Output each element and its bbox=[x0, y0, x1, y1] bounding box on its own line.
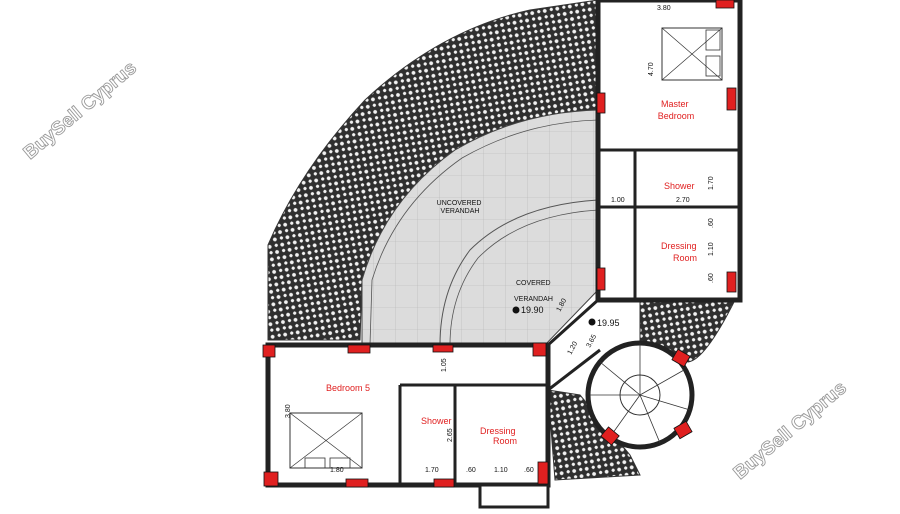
level-19-90: 19.90 bbox=[521, 305, 544, 315]
dim-1-70-right: 1.70 bbox=[708, 176, 715, 190]
bed5-pillow-2 bbox=[329, 457, 351, 469]
dim-1-70-bottom: 1.70 bbox=[425, 467, 439, 474]
stair-tread-5 bbox=[609, 394, 641, 438]
dim-1-10-right: 1.10 bbox=[708, 242, 715, 256]
dim-1-80-bed: 1.80 bbox=[330, 467, 344, 474]
level-19-95: 19.95 bbox=[597, 318, 620, 328]
bed5-pillow-1 bbox=[304, 457, 326, 469]
dim-1-00: 1.00 bbox=[611, 197, 625, 204]
bed5-x2 bbox=[289, 412, 363, 469]
stair-tread-2 bbox=[639, 369, 685, 396]
bed5-bay bbox=[478, 483, 550, 509]
room-dressing-bottom: Dressing Room bbox=[480, 426, 518, 446]
stair-tread-7 bbox=[599, 361, 641, 396]
verandah-arc-outer bbox=[369, 119, 599, 346]
verandah-arc-inner2 bbox=[449, 209, 599, 346]
dim-3-80-top: 3.80 bbox=[657, 5, 671, 12]
connector-wall-1 bbox=[546, 298, 600, 347]
bedroom5-wing-walls bbox=[265, 342, 551, 488]
dim-60-c: .60 bbox=[466, 467, 476, 474]
room-dressing-top: Dressing Room bbox=[661, 241, 699, 263]
uncovered-verandah-floor bbox=[361, 109, 599, 346]
verandah-arc-inner bbox=[439, 199, 599, 346]
dim-2-70: 2.70 bbox=[676, 197, 690, 204]
dim-1-10-bottom: 1.10 bbox=[494, 467, 508, 474]
dim-3-65: 3.65 bbox=[586, 334, 599, 349]
bedroom5-bed bbox=[289, 412, 363, 469]
master-pillow-1 bbox=[705, 29, 721, 51]
watermark-top-left: BuySell Cyprus bbox=[20, 57, 141, 163]
stair-tread-3 bbox=[639, 394, 691, 411]
connector-wall-2 bbox=[547, 348, 601, 392]
dim-60-a: .60 bbox=[708, 218, 715, 228]
area-covered-label: COVERED bbox=[516, 280, 551, 287]
area-covered-sub: VERANDAH bbox=[514, 296, 553, 303]
room-shower-top: Shower bbox=[664, 181, 695, 191]
watermark-bottom-right: BuySell Cyprus bbox=[730, 377, 851, 483]
room-shower-bottom: Shower bbox=[421, 416, 452, 426]
stair-tread-4 bbox=[639, 394, 661, 444]
dim-1-05: 1.05 bbox=[441, 358, 448, 372]
room-master-bedroom: Master Bedroom bbox=[658, 99, 695, 121]
master-pillow-2 bbox=[705, 55, 721, 77]
area-uncovered-verandah: UNCOVERED VERANDAH bbox=[437, 200, 484, 215]
dim-2-65: 2.65 bbox=[447, 428, 454, 442]
room-bedroom5: Bedroom 5 bbox=[326, 383, 370, 393]
dim-60-d: .60 bbox=[524, 467, 534, 474]
level-marker-icon-2 bbox=[588, 318, 596, 326]
dim-3-80-left: 3.80 bbox=[285, 404, 292, 418]
level-marker-icon bbox=[512, 306, 520, 314]
master-bed-x2 bbox=[661, 27, 723, 81]
dim-4-70: 4.70 bbox=[648, 62, 655, 76]
master-bed bbox=[661, 27, 723, 81]
dim-1-20: 1.20 bbox=[567, 341, 580, 356]
dim-60-b: .60 bbox=[708, 273, 715, 283]
structural-columns bbox=[262, 0, 737, 488]
pebble-garden-bottom bbox=[547, 389, 641, 481]
